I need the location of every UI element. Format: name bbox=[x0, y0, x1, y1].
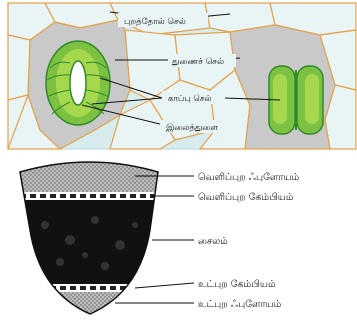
label-stomatal-pore: இலைத்துளை bbox=[166, 123, 219, 133]
vascular-bundle-diagram: வெளிப்புற ஃபுளோயம் வெளிப்புற கேம்பியம் ச… bbox=[0, 150, 357, 320]
stomatal-pore-left bbox=[70, 61, 86, 105]
guard-cell-right-highlight-b bbox=[305, 74, 319, 124]
label-inner-phloem: உட்புற ஃபுளோயம் bbox=[198, 299, 282, 310]
label-outer-phloem: வெளிப்புற ஃபுளோயம் bbox=[198, 172, 300, 183]
label-epidermal-cell: புறத்தோல் செல் bbox=[124, 17, 186, 27]
stomata-diagram: புறத்தோல் செல் துணைச் செல் காப்பு செல் இ… bbox=[0, 0, 357, 150]
label-xylem: சைலம் bbox=[198, 236, 228, 247]
guard-cell-right-highlight-a bbox=[273, 74, 287, 124]
label-subsidiary-cell: துணைச் செல் bbox=[172, 57, 224, 67]
label-inner-cambium: உட்புற கேம்பியம் bbox=[198, 279, 276, 290]
label-outer-cambium: வெளிப்புற கேம்பியம் bbox=[198, 192, 294, 203]
label-guard-cell: காப்பு செல் bbox=[168, 94, 212, 104]
